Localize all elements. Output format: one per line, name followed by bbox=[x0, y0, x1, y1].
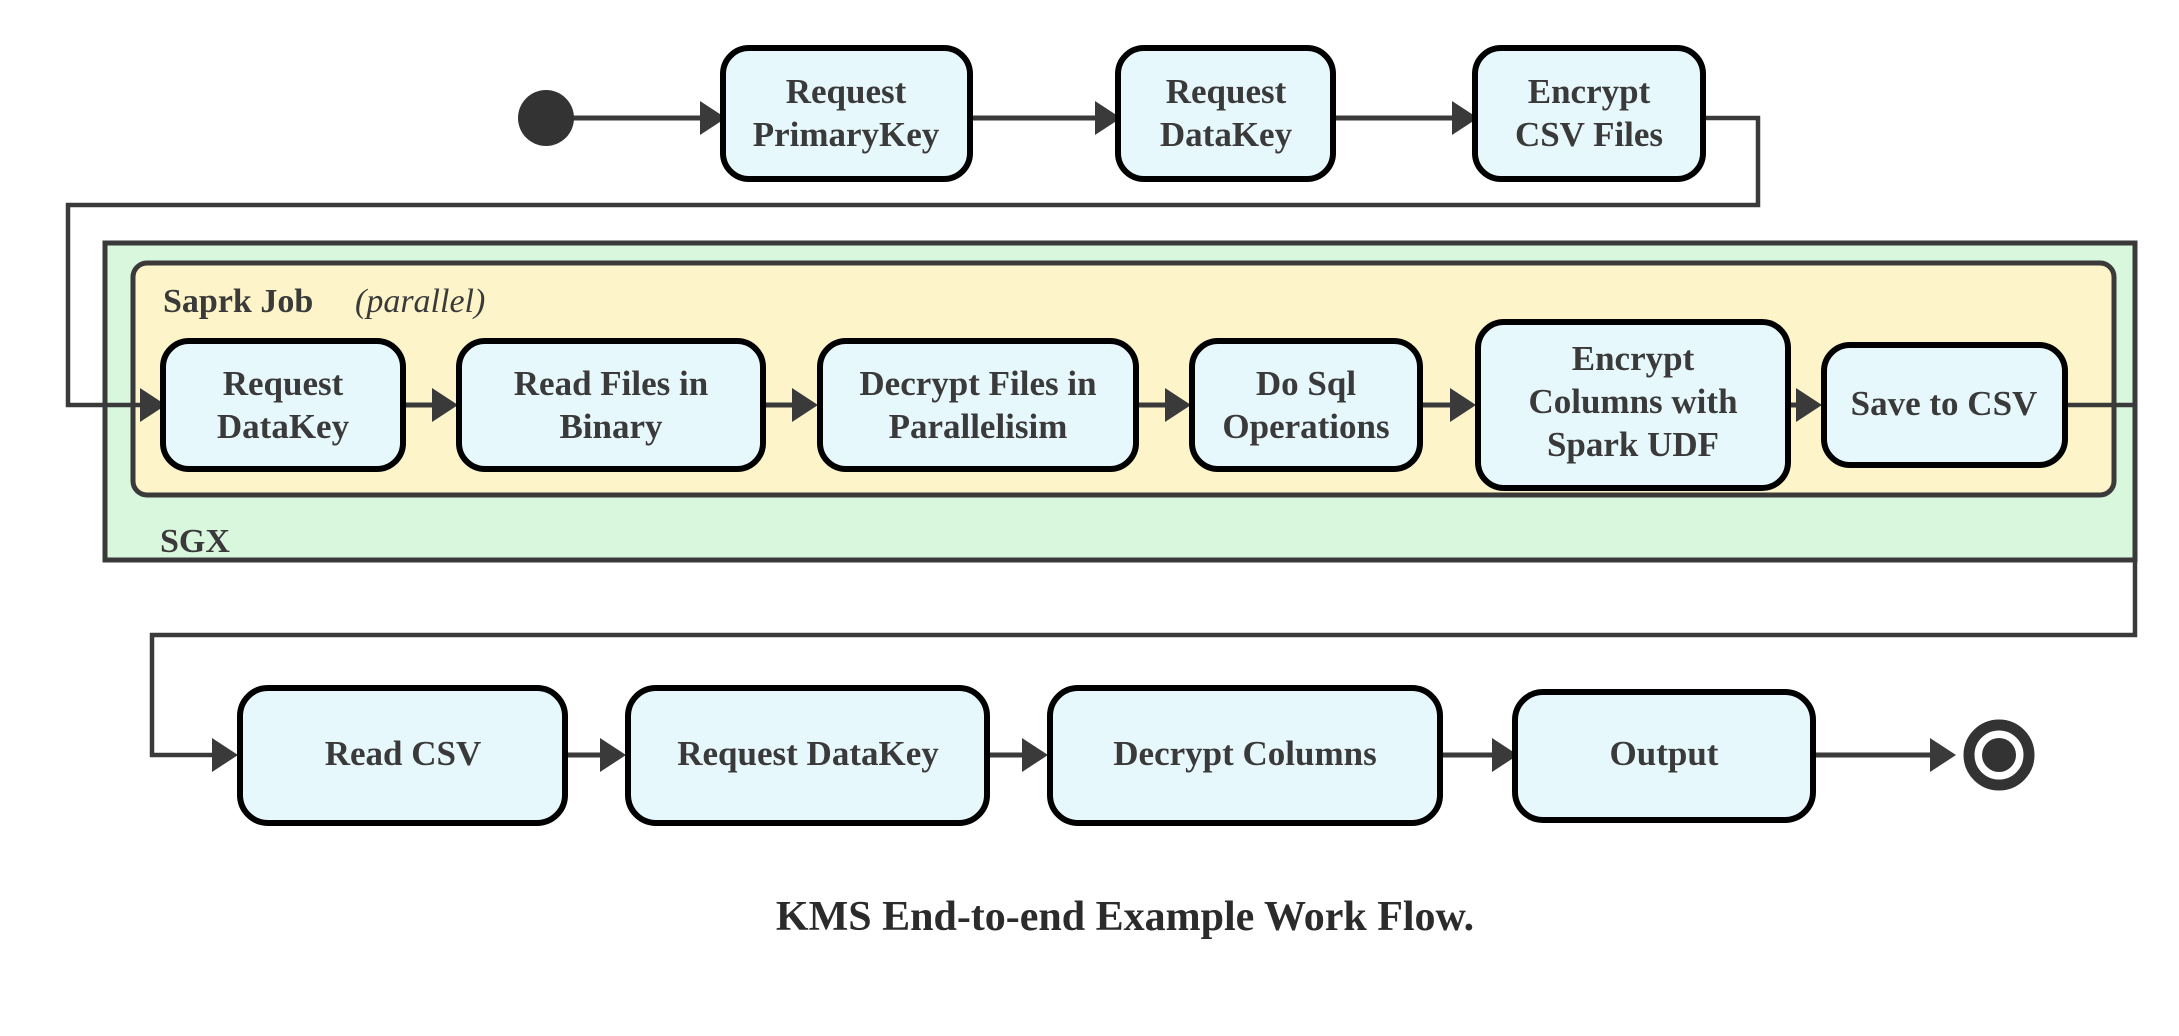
connector-encrypt-csv-to-spark-datakey bbox=[65, 115, 1761, 408]
arrowhead-datakey-to-encrypt-csv bbox=[1452, 101, 1478, 135]
node-request-datakey-top-line-2: DataKey bbox=[1160, 115, 1293, 154]
node-read-files-in-binary-box[interactable] bbox=[456, 338, 766, 472]
node-request-datakey-top-line-1: Request bbox=[1166, 72, 1287, 111]
arrowhead-decrypt-files-to-do-sql bbox=[1165, 388, 1191, 422]
node-request-datakey-bottom-box[interactable] bbox=[625, 685, 990, 826]
node-decrypt-files-in-parallelisim-line-2: Parallelisim bbox=[889, 407, 1068, 446]
connectors bbox=[65, 101, 2138, 772]
node-save-to-csv-line-1: Save to CSV bbox=[1851, 384, 2038, 423]
arrowhead-save-csv-to-read-csv bbox=[212, 738, 238, 772]
node-request-primarykey-box[interactable] bbox=[720, 45, 973, 182]
spark-job-group-label: Saprk Job bbox=[163, 283, 313, 320]
node-do-sql-operations[interactable]: Do Sql Operations bbox=[1189, 338, 1423, 472]
end-state-bullseye bbox=[1963, 719, 2035, 791]
node-decrypt-columns[interactable]: Decrypt Columns bbox=[1047, 685, 1443, 826]
node-do-sql-operations-line-2: Operations bbox=[1222, 407, 1389, 446]
node-request-datakey-spark-line-2: DataKey bbox=[217, 407, 350, 446]
node-request-primarykey-line-1: Request bbox=[786, 72, 907, 111]
node-read-files-in-binary[interactable]: Read Files in Binary bbox=[456, 338, 766, 472]
node-output-line-1: Output bbox=[1610, 734, 1719, 773]
node-encrypt-csv-files-line-1: Encrypt bbox=[1528, 72, 1651, 111]
node-request-datakey-bottom-line-1: Request DataKey bbox=[677, 734, 939, 773]
node-decrypt-files-in-parallelisim-box[interactable] bbox=[817, 338, 1139, 472]
node-save-to-csv[interactable]: Save to CSV bbox=[1821, 342, 2068, 468]
node-encrypt-columns-with-spark-udf-line-2: Columns with bbox=[1528, 382, 1737, 421]
node-read-files-in-binary-line-2: Binary bbox=[559, 407, 663, 446]
arrowhead-request-datakey-to-decrypt-columns bbox=[1022, 738, 1048, 772]
end-state-ring bbox=[1963, 719, 2035, 791]
node-encrypt-columns-with-spark-udf-box[interactable] bbox=[1475, 319, 1791, 491]
start-state-dot bbox=[518, 90, 574, 146]
node-decrypt-files-in-parallelisim[interactable]: Decrypt Files in Parallelisim bbox=[817, 338, 1139, 472]
node-request-primarykey-line-2: PrimaryKey bbox=[753, 115, 940, 154]
node-output[interactable]: Output bbox=[1512, 689, 1816, 823]
connector-save-csv-to-read-csv bbox=[149, 402, 2138, 758]
node-request-datakey-bottom[interactable]: Request DataKey bbox=[625, 685, 990, 826]
node-decrypt-files-in-parallelisim-line-1: Decrypt Files in bbox=[859, 364, 1096, 403]
node-read-files-in-binary-line-1: Read Files in bbox=[514, 364, 708, 403]
node-request-primarykey[interactable]: Request PrimaryKey bbox=[720, 45, 973, 182]
sgx-group-label: SGX bbox=[160, 523, 230, 560]
node-encrypt-csv-files-line-2: CSV Files bbox=[1515, 115, 1663, 154]
arrowhead-read-files-to-decrypt-files bbox=[792, 388, 818, 422]
node-output-box[interactable] bbox=[1512, 689, 1816, 823]
node-request-datakey-spark-box[interactable] bbox=[160, 338, 406, 472]
arrowhead-spark-datakey-to-read-files bbox=[432, 388, 458, 422]
node-encrypt-columns-with-spark-udf-line-1: Encrypt bbox=[1572, 339, 1695, 378]
arrowhead-primarykey-to-datakey bbox=[1095, 101, 1121, 135]
node-encrypt-csv-files-box[interactable] bbox=[1472, 45, 1706, 182]
arrowhead-decrypt-columns-to-output bbox=[1492, 738, 1518, 772]
node-read-csv[interactable]: Read CSV bbox=[237, 685, 568, 826]
node-encrypt-columns-with-spark-udf[interactable]: Encrypt Columns with Spark UDF bbox=[1475, 319, 1791, 491]
node-do-sql-operations-box[interactable] bbox=[1189, 338, 1423, 472]
arrowhead-start-to-request-primarykey bbox=[700, 101, 726, 135]
node-read-csv-line-1: Read CSV bbox=[325, 734, 482, 773]
node-encrypt-columns-with-spark-udf-line-3: Spark UDF bbox=[1547, 425, 1719, 464]
end-state-inner-dot bbox=[1982, 738, 2016, 772]
node-save-to-csv-box[interactable] bbox=[1821, 342, 2068, 468]
node-decrypt-columns-line-1: Decrypt Columns bbox=[1113, 734, 1376, 773]
arrowhead-read-csv-to-request-datakey bbox=[600, 738, 626, 772]
node-encrypt-csv-files[interactable]: Encrypt CSV Files bbox=[1472, 45, 1706, 182]
node-request-datakey-spark[interactable]: Request DataKey bbox=[160, 338, 406, 472]
node-request-datakey-spark-line-1: Request bbox=[223, 364, 344, 403]
arrowhead-do-sql-to-encrypt-columns bbox=[1450, 388, 1476, 422]
node-decrypt-columns-box[interactable] bbox=[1047, 685, 1443, 826]
arrowhead-encrypt-csv-to-spark-datakey bbox=[140, 388, 166, 422]
node-read-csv-box[interactable] bbox=[237, 685, 568, 826]
diagram-caption: KMS End-to-end Example Work Flow. bbox=[776, 894, 1474, 940]
arrowhead-output-to-end bbox=[1930, 738, 1956, 772]
node-request-datakey-top[interactable]: Request DataKey bbox=[1115, 45, 1336, 182]
arrowhead-encrypt-columns-to-save-csv bbox=[1796, 388, 1822, 422]
spark-job-group-qualifier: (parallel) bbox=[355, 283, 485, 320]
node-request-datakey-top-box[interactable] bbox=[1115, 45, 1336, 182]
node-do-sql-operations-line-1: Do Sql bbox=[1256, 364, 1356, 403]
